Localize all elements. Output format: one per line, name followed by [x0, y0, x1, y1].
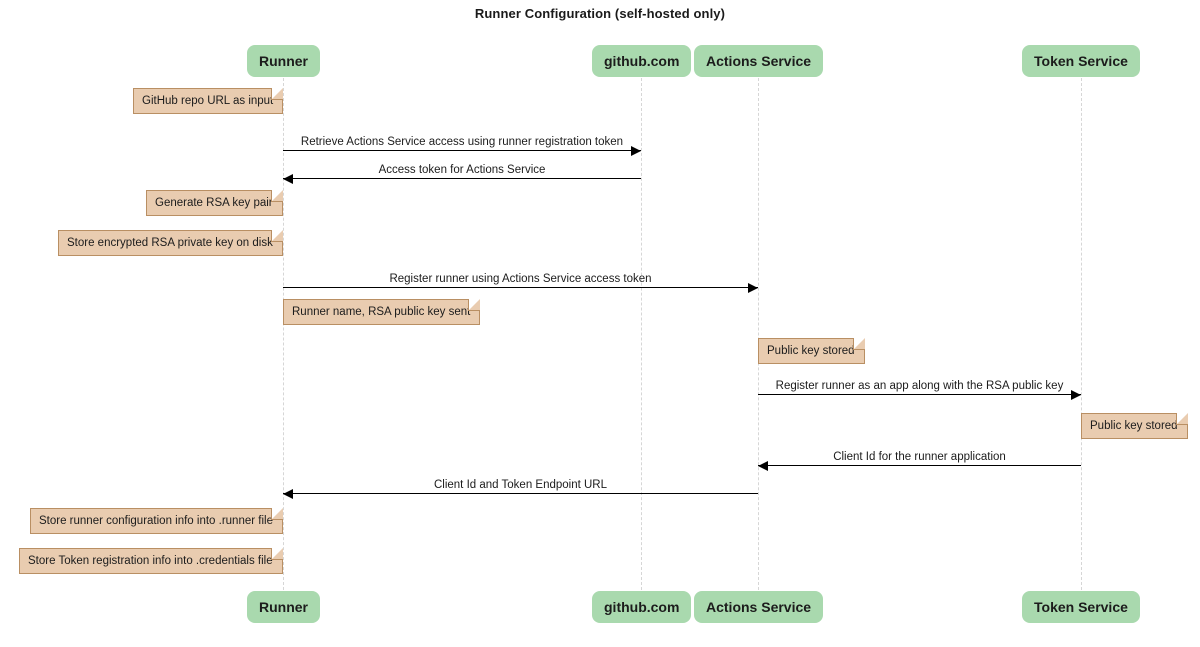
participant-actions-bottom[interactable]: Actions Service	[694, 591, 824, 623]
msg-client-id-token-endpoint-arrowhead	[283, 489, 293, 499]
msg-retrieve-actions-access-line	[283, 150, 641, 151]
msg-register-runner-label: Register runner using Actions Service ac…	[389, 273, 652, 285]
msg-retrieve-actions-access-label: Retrieve Actions Service access using ru…	[300, 136, 624, 148]
note-github-repo-url: GitHub repo URL as input	[133, 88, 284, 114]
lifeline-runner	[283, 78, 284, 590]
note-text: Store Token registration info into .cred…	[28, 555, 273, 567]
participant-runner-top[interactable]: Runner	[247, 45, 320, 77]
participant-github-bottom[interactable]: github.com	[592, 591, 692, 623]
note-fold-icon	[469, 299, 481, 310]
note-fold-icon	[272, 88, 284, 99]
participant-actions-top[interactable]: Actions Service	[694, 45, 824, 77]
note-generate-rsa: Generate RSA key pair	[146, 190, 283, 216]
participant-label: Token Service	[1034, 53, 1128, 69]
participant-runner-bottom[interactable]: Runner	[247, 591, 320, 623]
msg-register-runner-line	[283, 287, 758, 288]
msg-retrieve-actions-access-arrowhead	[631, 146, 641, 156]
msg-register-runner-app-arrowhead	[1071, 390, 1081, 400]
participant-label: Actions Service	[706, 599, 812, 615]
note-text: Public key stored	[1090, 420, 1178, 432]
note-fold-icon	[271, 548, 283, 559]
participant-label: github.com	[604, 599, 680, 615]
msg-access-token-line	[283, 178, 641, 179]
participant-label: Runner	[259, 53, 308, 69]
msg-access-token-label: Access token for Actions Service	[378, 164, 546, 176]
note-fold-icon	[1176, 413, 1188, 424]
note-text: Runner name, RSA public key sent	[292, 306, 471, 318]
msg-client-id-runner-app-label: Client Id for the runner application	[833, 451, 1006, 463]
note-fold-icon	[271, 230, 283, 241]
note-public-key-stored-actions: Public key stored	[758, 338, 865, 364]
participant-label: Actions Service	[706, 53, 812, 69]
note-store-encrypted-rsa: Store encrypted RSA private key on disk	[58, 230, 283, 256]
participant-label: Runner	[259, 599, 308, 615]
note-public-key-stored-token: Public key stored	[1081, 413, 1188, 439]
note-fold-icon	[271, 508, 283, 519]
note-text: Store encrypted RSA private key on disk	[67, 237, 273, 249]
participant-github-top[interactable]: github.com	[592, 45, 692, 77]
note-runner-name-pubkey: Runner name, RSA public key sent	[283, 299, 481, 325]
lifeline-token	[1081, 78, 1082, 590]
msg-client-id-token-endpoint-line	[283, 493, 758, 494]
participant-token-bottom[interactable]: Token Service	[1022, 591, 1140, 623]
participant-label: github.com	[604, 53, 680, 69]
note-text: Store runner configuration info into .ru…	[39, 515, 273, 527]
participant-token-top[interactable]: Token Service	[1022, 45, 1140, 77]
page-title: Runner Configuration (self-hosted only)	[474, 6, 726, 21]
note-text: Public key stored	[767, 345, 855, 357]
msg-register-runner-app-label: Register runner as an app along with the…	[775, 380, 1064, 392]
lifeline-actions	[758, 78, 759, 590]
note-text: GitHub repo URL as input	[142, 95, 274, 107]
note-fold-icon	[853, 338, 865, 349]
participant-label: Token Service	[1034, 599, 1128, 615]
note-fold-icon	[271, 190, 283, 201]
note-text: Generate RSA key pair	[155, 197, 273, 209]
msg-register-runner-app-line	[758, 394, 1081, 395]
lifeline-github	[641, 78, 642, 590]
msg-client-id-runner-app-line	[758, 465, 1081, 466]
msg-access-token-arrowhead	[283, 174, 293, 184]
msg-client-id-runner-app-arrowhead	[758, 461, 768, 471]
note-store-token-registration: Store Token registration info into .cred…	[19, 548, 283, 574]
note-store-runner-config: Store runner configuration info into .ru…	[30, 508, 283, 534]
msg-client-id-token-endpoint-label: Client Id and Token Endpoint URL	[433, 479, 608, 491]
msg-register-runner-arrowhead	[748, 283, 758, 293]
